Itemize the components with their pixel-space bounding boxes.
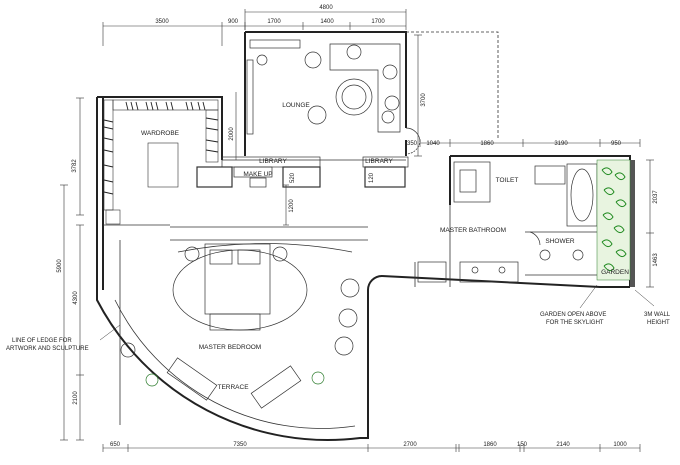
dimension-labels: 4800 3500 900 1700 1400 1700 3700 2000 1… [57,5,659,448]
dim-bath-a: 1860 [480,141,494,147]
dim-top-c: 1700 [267,19,281,25]
garden-wall [630,160,635,287]
thin-walls [103,31,499,429]
note-wall-line1: 3M WALL [644,312,671,318]
dim-bottom-g: 1000 [613,442,627,448]
dim-left-mid: 4300 [73,291,79,305]
dim-left-total: 5900 [57,259,63,273]
bedroom-furniture [120,243,360,358]
dim-lounge-wall: 2000 [229,127,235,141]
dim-right-a: 2037 [653,190,659,204]
label-toilet: TOILET [496,177,519,184]
dim-wardrobe-height: 3782 [72,159,78,173]
dim-small-a: 350 [407,141,418,147]
label-master-bedroom: MASTER BEDROOM [199,344,261,351]
bathroom-fixtures [405,139,601,283]
dim-top-b: 900 [228,19,239,25]
dim-library-gap: 1200 [289,199,295,213]
dimension-lines [60,9,654,452]
note-garden-line1: GARDEN OPEN ABOVE [540,312,606,318]
walls [96,31,631,441]
lounge-furniture [246,39,421,143]
dim-lib-small: 120 [369,172,375,183]
dim-bottom-d: 1860 [483,442,497,448]
note-ledge-line1: LINE OF LEDGE FOR [12,338,72,344]
dim-bottom-f: 2140 [556,442,570,448]
dim-makeup-small: 520 [290,172,296,183]
note-wall-line2: HEIGHT [647,320,670,326]
library-makeup [196,156,409,188]
garden-leaves [601,167,627,272]
dim-top-a: 3500 [155,19,169,25]
label-terrace: TERRACE [217,384,249,391]
terrace-furniture [145,357,325,409]
dim-bath-b: 3190 [554,141,568,147]
label-lounge: LOUNGE [282,102,310,109]
wardrobe-furniture [103,99,219,225]
room-labels: LOUNGE WARDROBE LIBRARY LIBRARY MAKE UP … [141,102,629,391]
dim-bottom-a: 650 [110,442,121,448]
note-garden-line2: FOR THE SKYLIGHT [546,320,604,326]
label-makeup: MAKE UP [243,171,272,178]
garden-planting [596,159,631,281]
note-ledge-line2: ARTWORK AND SCULPTURE [6,346,89,352]
dim-bottom-e: 150 [517,442,528,448]
dim-lounge-depth: 3700 [421,93,427,107]
label-library-left: LIBRARY [259,158,287,165]
dim-bottom-c: 2700 [403,442,417,448]
dim-top-e: 1700 [371,19,385,25]
annotations: LINE OF LEDGE FOR ARTWORK AND SCULPTURE … [6,312,671,352]
dim-top-total: 4800 [319,5,333,11]
label-library-right: LIBRARY [365,158,393,165]
label-wardrobe: WARDROBE [141,130,180,137]
label-shower: SHOWER [545,238,575,245]
label-master-bathroom: MASTER BATHROOM [440,227,506,234]
dim-left-low: 2100 [73,391,79,405]
dim-top-d: 1400 [320,19,334,25]
dim-bottom-b: 7350 [233,442,247,448]
label-garden: GARDEN [601,269,629,276]
annotation-leaders [99,284,655,341]
dim-bath-c: 950 [611,141,622,147]
dim-right-b: 1463 [653,253,659,267]
dim-small-b: 1040 [426,141,440,147]
